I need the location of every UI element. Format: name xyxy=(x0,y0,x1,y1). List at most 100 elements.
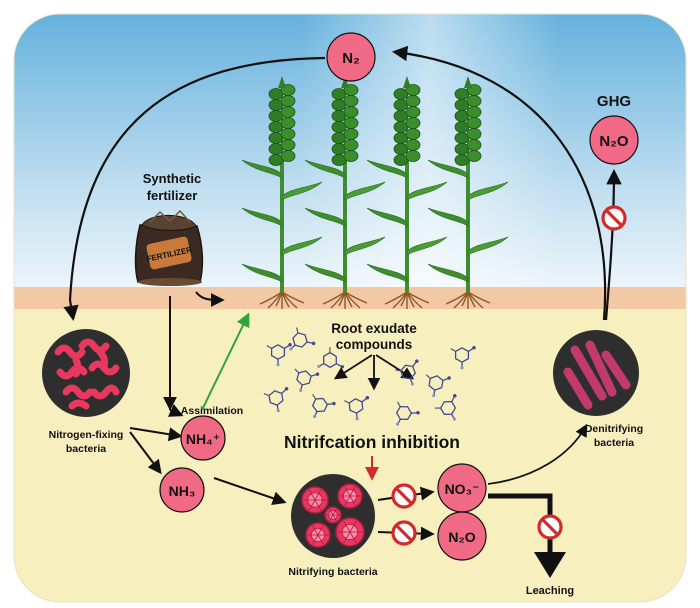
wheat-plant-1 xyxy=(241,76,323,309)
nfixing-label-line2: bacteria xyxy=(66,443,106,455)
wheat-ear xyxy=(454,76,482,166)
grain xyxy=(343,150,359,162)
cell-spoke xyxy=(312,534,319,545)
arrow-no3-to-denit xyxy=(487,423,588,485)
root-strand xyxy=(281,291,305,304)
grain xyxy=(343,106,359,118)
root-strand xyxy=(445,291,469,305)
bacterium-strand xyxy=(62,384,94,400)
cell-spoke xyxy=(349,486,356,497)
n2-node xyxy=(326,32,376,82)
grain xyxy=(280,106,296,118)
roots-2 xyxy=(322,291,368,309)
bacterium-strand xyxy=(78,338,110,354)
ear-tip xyxy=(403,76,411,88)
denitrifying-bacteria-icon xyxy=(553,330,639,416)
cell-spoke xyxy=(314,499,322,511)
grain xyxy=(280,128,296,140)
wheat-ear xyxy=(268,76,296,166)
bacterium-strand xyxy=(54,344,86,360)
frame-border xyxy=(13,13,687,603)
arrow-denit-to-n2o xyxy=(604,168,622,321)
ghg-label: GHG xyxy=(597,93,631,110)
grain xyxy=(280,139,296,151)
root-strand xyxy=(467,291,484,309)
roots-1 xyxy=(259,291,305,309)
wheat-plants xyxy=(241,76,509,309)
grain xyxy=(280,150,296,162)
cell-spoke xyxy=(329,514,334,522)
bacterium-strand xyxy=(72,356,82,378)
grain xyxy=(405,150,421,162)
cell-spoke xyxy=(332,514,337,522)
grain xyxy=(466,139,482,151)
wheat-ear xyxy=(393,76,421,166)
fertilizer-bag-icon: FERTILIZER xyxy=(134,209,204,286)
arrow-assimilation xyxy=(201,312,250,411)
root-strand xyxy=(406,291,430,304)
grain xyxy=(466,150,482,162)
arrow-nh3-to-nitrifying xyxy=(213,477,287,505)
leaching-label: Leaching xyxy=(526,585,574,597)
prohibit-icon-n2o xyxy=(391,520,417,546)
cell-spoke xyxy=(314,489,322,501)
grain xyxy=(466,106,482,118)
cell-spoke xyxy=(312,525,319,536)
grain xyxy=(343,128,359,140)
root-strand xyxy=(344,291,368,304)
arrow-exudate-left xyxy=(333,354,373,380)
n2o-bottom-node xyxy=(437,511,487,561)
cell-spoke xyxy=(344,486,351,497)
wheat-plant-3 xyxy=(366,76,448,309)
wheat-plant-4 xyxy=(427,76,509,309)
n2-label: N₂ xyxy=(342,50,360,67)
cell-spoke xyxy=(317,525,324,536)
grain xyxy=(405,117,421,129)
root-exudate-line1: Root exudate xyxy=(331,321,417,336)
arrow-exudate-right xyxy=(375,354,415,380)
cell-spoke xyxy=(332,508,337,516)
wheat-ear xyxy=(331,76,359,166)
bacterium-strand xyxy=(68,399,90,410)
denit-label-line2: bacteria xyxy=(594,437,634,449)
bacterium-strand xyxy=(96,348,108,370)
ear-tip xyxy=(464,76,472,88)
nitrifying-label: Nitrifying bacteria xyxy=(288,566,377,578)
arrow-n2-to-nfixing xyxy=(63,56,326,322)
cell-spoke xyxy=(329,508,334,516)
cell-spoke xyxy=(349,520,357,533)
nh3-node xyxy=(159,467,205,513)
roots-3 xyxy=(384,291,430,309)
grain xyxy=(280,95,296,107)
arrow-nfix-to-nh4 xyxy=(129,427,183,442)
cell-spoke xyxy=(349,495,356,506)
denitrifying-rod xyxy=(585,340,617,397)
grain xyxy=(280,117,296,129)
cell-spoke xyxy=(349,531,357,544)
no3-label: NO₃⁻ xyxy=(445,481,480,497)
bacterium-strand xyxy=(90,384,120,400)
root-strand xyxy=(406,291,423,309)
root-strand xyxy=(384,291,408,305)
cell-spoke xyxy=(308,489,316,501)
grain xyxy=(343,117,359,129)
grain xyxy=(343,139,359,151)
root-exudate-line2: compounds xyxy=(336,337,413,352)
synthetic-label-line1: Synthetic xyxy=(143,171,202,186)
n2o-bottom-label: N₂O xyxy=(448,529,475,545)
grain xyxy=(466,128,482,140)
nh4-node xyxy=(180,415,226,461)
root-strand xyxy=(322,291,346,305)
grain xyxy=(405,95,421,107)
grain xyxy=(405,128,421,140)
n2o-top-label: N₂O xyxy=(599,133,628,150)
ear-tip xyxy=(341,76,349,88)
denitrifying-rod xyxy=(570,345,607,401)
roots-4 xyxy=(445,291,491,309)
nitrification-inhibition-label: Nitrifcation inhibition xyxy=(284,432,460,452)
prohibit-icon-no3 xyxy=(391,483,417,509)
denitrifying-rod xyxy=(563,367,593,410)
cell-spoke xyxy=(343,531,351,544)
root-strand xyxy=(344,291,361,309)
